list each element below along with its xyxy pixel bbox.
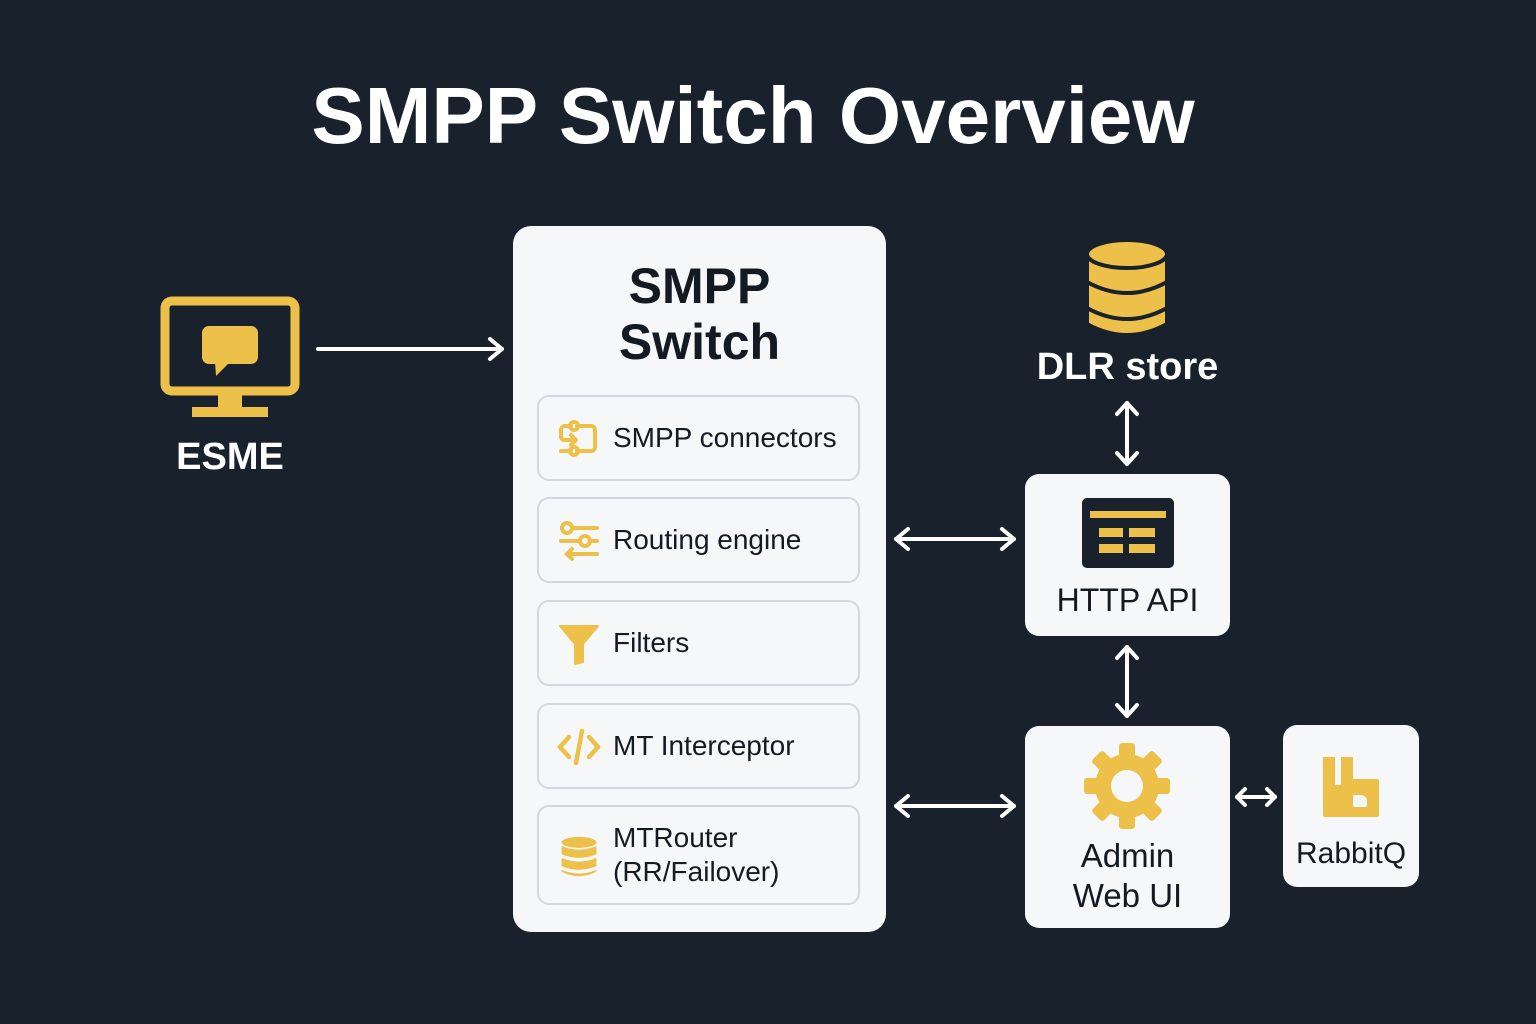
esme-label: ESME xyxy=(176,436,284,478)
module-label-line2: (RR/Failover) xyxy=(613,856,780,887)
module-mt-interceptor[interactable]: MT Interceptor xyxy=(537,703,860,789)
database-icon xyxy=(561,836,597,877)
http-api-label: HTTP API xyxy=(1056,582,1199,618)
monitor-chat-icon xyxy=(160,296,300,417)
rabbitq-label: RabbitQ xyxy=(1295,837,1407,870)
arrow-admin-rabbitq xyxy=(1235,787,1277,807)
arrow-switch-http-api xyxy=(894,527,1016,551)
admin-label-line2: Web UI xyxy=(1072,877,1183,914)
module-filters[interactable]: Filters xyxy=(537,600,860,686)
sliders-icon xyxy=(559,521,599,561)
admin-web-ui-label: Admin Web UI xyxy=(1025,836,1230,916)
diagram-title: SMPP Switch Overview xyxy=(311,71,1195,160)
module-label-line1: MTRouter xyxy=(613,822,738,853)
database-icon xyxy=(1085,238,1169,337)
admin-web-ui-node[interactable]: Admin Web UI xyxy=(1025,726,1230,928)
switch-title: SMPP Switch xyxy=(513,258,886,370)
smpp-switch-panel: SMPP Switch SMPP connectors xyxy=(513,226,886,932)
module-label: MT Interceptor xyxy=(613,730,795,761)
connector-icon xyxy=(559,420,597,457)
module-smpp-connectors[interactable]: SMPP connectors xyxy=(537,395,860,481)
arrow-esme-to-switch xyxy=(316,337,504,361)
module-mtrouter[interactable]: MTRouter (RR/Failover) xyxy=(537,805,860,905)
module-label: Routing engine xyxy=(613,524,802,555)
switch-title-line2: Switch xyxy=(618,314,781,370)
http-api-node[interactable]: HTTP API xyxy=(1025,474,1230,636)
module-label: Filters xyxy=(613,627,690,658)
rabbitq-node[interactable]: RabbitQ xyxy=(1283,725,1419,887)
funnel-icon xyxy=(559,625,599,665)
arrow-switch-admin xyxy=(894,794,1016,818)
code-icon xyxy=(557,728,601,766)
module-routing-engine[interactable]: Routing engine xyxy=(537,497,860,583)
gear-icon xyxy=(1084,743,1170,829)
switch-title-line1: SMPP xyxy=(628,258,771,314)
dlr-store-label: DLR store xyxy=(1036,346,1219,388)
admin-label-line1: Admin xyxy=(1080,837,1175,874)
rabbit-icon xyxy=(1323,757,1379,817)
arrow-http-api-admin xyxy=(1115,645,1139,718)
module-label: MTRouter (RR/Failover) xyxy=(613,807,779,903)
api-window-icon xyxy=(1082,498,1174,568)
arrow-dlr-http-api xyxy=(1115,401,1139,466)
module-label: SMPP connectors xyxy=(613,422,837,453)
